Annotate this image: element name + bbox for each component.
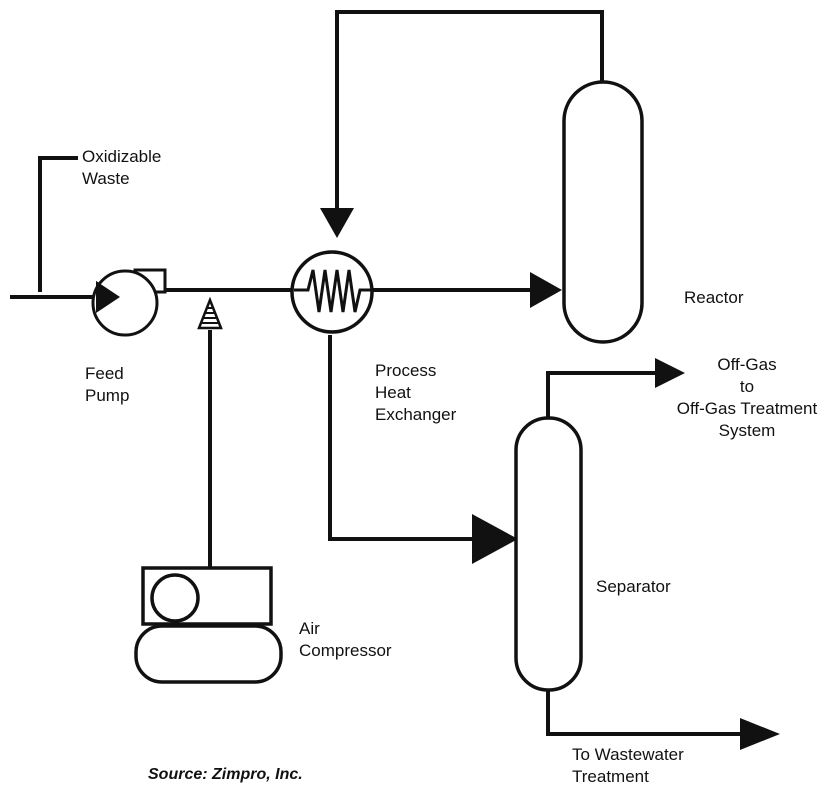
air-injection-cone <box>197 296 223 330</box>
oxidizable-waste-label: Oxidizable Waste <box>82 147 162 188</box>
air-compressor <box>134 566 283 684</box>
separator-inlet-arrowhead <box>472 514 518 564</box>
reactor-label: Reactor <box>684 288 744 307</box>
exchanger-to-separator-line <box>328 335 480 541</box>
separator-label: Separator <box>596 577 671 596</box>
pump-inner-arrow <box>96 281 120 313</box>
process-heat-exchanger <box>290 250 374 334</box>
feed-pump <box>91 268 167 337</box>
source-caption: Source: Zimpro, Inc. <box>148 766 303 783</box>
wastewater-arrowhead <box>740 718 780 750</box>
off-gas-label: Off-Gas to Off-Gas Treatment System <box>676 355 818 440</box>
off-gas-arrowhead <box>655 358 685 388</box>
reactor-recycle-line <box>335 10 604 215</box>
reactor-vessel <box>562 80 644 344</box>
waste-inlet-line <box>38 156 78 292</box>
off-gas-line <box>546 371 660 418</box>
recycle-arrowhead <box>320 208 354 238</box>
process-heat-exchanger-label: Process Heat Exchanger <box>375 361 457 424</box>
wastewater-line <box>546 688 740 736</box>
separator-vessel <box>514 416 583 692</box>
air-compressor-label: Air Compressor <box>299 619 392 660</box>
reactor-inlet-arrowhead <box>530 272 562 308</box>
wastewater-label: To Wastewater Treatment <box>572 745 684 786</box>
feed-pump-label: Feed Pump <box>85 364 130 405</box>
